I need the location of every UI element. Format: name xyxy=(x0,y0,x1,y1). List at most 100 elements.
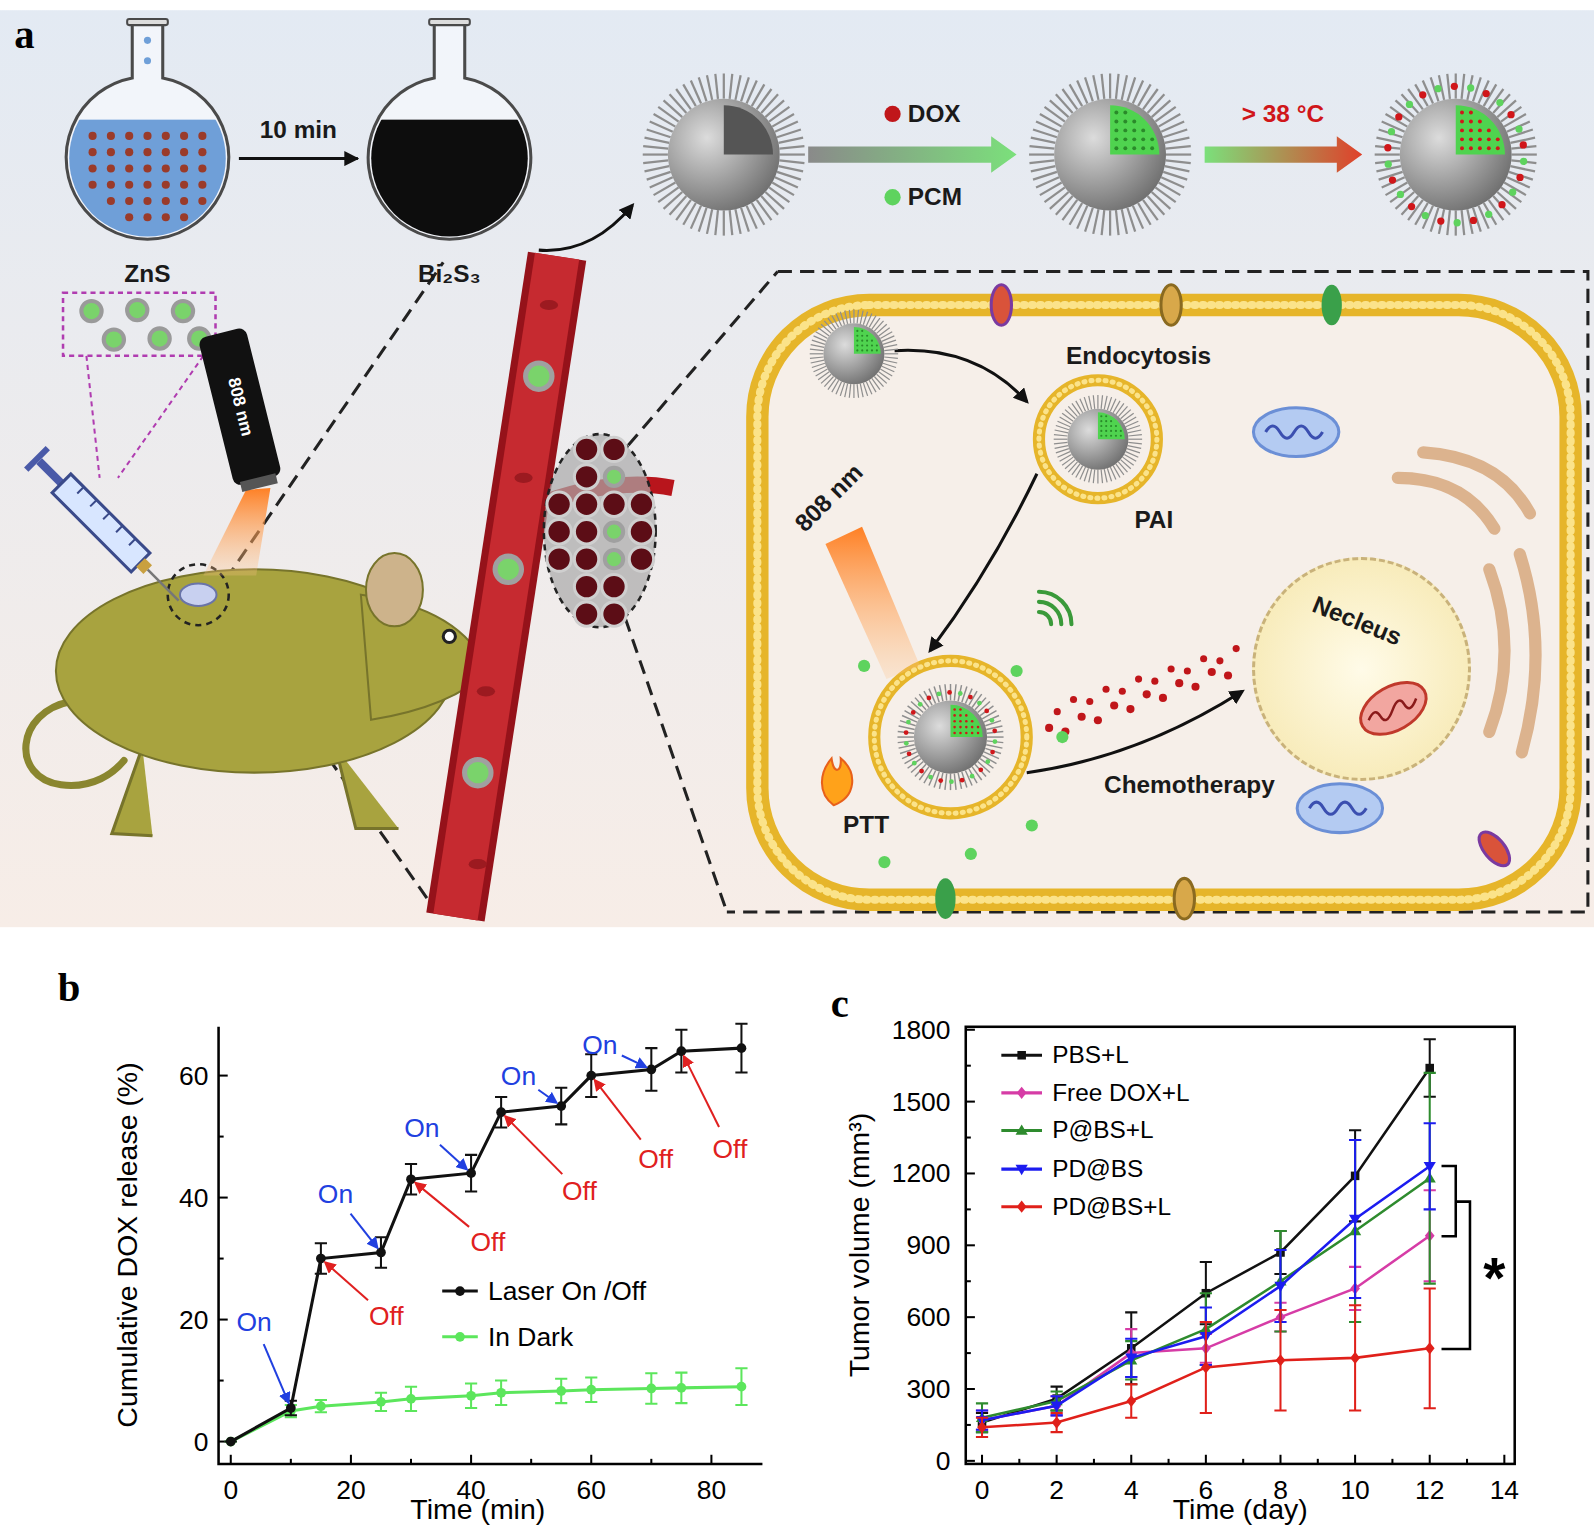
data-marker xyxy=(316,1401,326,1411)
surface-spike xyxy=(845,311,848,324)
surface-spike xyxy=(707,75,712,100)
cargo-dot xyxy=(856,340,858,342)
surface-spike xyxy=(857,310,858,324)
data-marker xyxy=(1274,1282,1286,1292)
surface-spike xyxy=(765,100,784,117)
cargo-dot xyxy=(876,349,878,351)
tick xyxy=(219,1380,224,1382)
error-bar xyxy=(1200,1322,1212,1413)
data-marker xyxy=(646,1065,656,1075)
surface-spike xyxy=(824,321,833,331)
tick xyxy=(1018,1459,1020,1464)
flask-label: ZnS xyxy=(124,260,170,288)
surface-spike xyxy=(1054,435,1068,436)
step-label: PTT xyxy=(843,811,889,839)
legend-text: P@BS+L xyxy=(1052,1116,1153,1144)
tumor-cell xyxy=(547,492,571,516)
released-dot xyxy=(1408,203,1415,210)
nanoparticle xyxy=(605,523,623,541)
surface-spike xyxy=(1118,406,1127,416)
tumor-cell xyxy=(574,574,598,598)
tumor-cell xyxy=(629,492,653,516)
surface-spike xyxy=(1462,210,1465,235)
cargo-dot xyxy=(1469,128,1473,132)
panel-letter: c xyxy=(831,981,849,1028)
surface-spike xyxy=(747,206,757,229)
annotation-arrow xyxy=(264,1344,289,1402)
chromatin xyxy=(1255,560,1468,778)
tick-label: 4 xyxy=(1124,1475,1139,1505)
error-bar xyxy=(315,1400,327,1412)
surface-spike xyxy=(1126,421,1139,427)
release-chart xyxy=(219,1024,763,1464)
tumor-cell xyxy=(602,602,626,626)
surface-spike xyxy=(1054,439,1068,440)
error-bar xyxy=(1125,1384,1137,1418)
surface-spike xyxy=(1097,470,1098,484)
data-marker xyxy=(455,1286,465,1296)
cargo-dot xyxy=(1115,435,1117,437)
surface-spike xyxy=(1036,177,1059,187)
cargo-dot xyxy=(953,708,956,711)
surface-spike xyxy=(962,687,967,703)
surface-spike xyxy=(730,210,733,235)
surface-spike xyxy=(723,73,725,98)
zoom-frame xyxy=(226,262,1588,912)
cargo-dot xyxy=(1487,146,1491,150)
step-label: Endocytosis xyxy=(1066,342,1211,370)
surface-spike xyxy=(1165,166,1190,171)
error-bar xyxy=(735,1024,747,1073)
surface-spike xyxy=(849,310,850,324)
cargo-dot xyxy=(1132,128,1136,132)
cargo-dot xyxy=(861,340,863,342)
surface-spike xyxy=(810,349,824,350)
surface-spike xyxy=(1128,430,1141,433)
legend-text: Free DOX+L xyxy=(1052,1079,1190,1107)
edge-label: 10 min xyxy=(260,116,337,144)
surface-spike xyxy=(1054,442,1068,443)
tick xyxy=(219,1258,224,1260)
nanoparticle xyxy=(643,73,805,235)
cargo-dot xyxy=(1123,111,1127,115)
tick xyxy=(219,1136,224,1138)
nanoparticle xyxy=(605,468,623,486)
surface-spike xyxy=(1155,187,1175,202)
released-dot xyxy=(1395,113,1402,120)
significance-mark: * xyxy=(1483,1246,1505,1311)
released-dot xyxy=(911,710,916,715)
surface-spike xyxy=(954,773,956,789)
cargo-dot xyxy=(1150,137,1154,141)
surface-spike xyxy=(1128,439,1142,440)
released-dot xyxy=(984,709,989,714)
surface-spike xyxy=(1055,446,1068,449)
annotation: On xyxy=(237,1306,272,1336)
released-dot xyxy=(904,730,909,735)
surface-spike xyxy=(1165,138,1190,143)
tick xyxy=(1391,1459,1393,1464)
tumor-cell xyxy=(574,520,598,544)
surface-spike xyxy=(670,196,687,215)
surface-spike xyxy=(821,324,831,333)
cargo-dot xyxy=(1132,137,1136,141)
data-marker xyxy=(646,1384,656,1394)
surface-spike xyxy=(884,357,898,358)
cargo-dot xyxy=(1487,137,1491,141)
dox-dot xyxy=(1078,713,1086,721)
dox-dot xyxy=(1070,696,1077,703)
tumor-cell xyxy=(574,437,598,461)
tumor-cell xyxy=(629,520,653,544)
tick xyxy=(230,1455,232,1464)
tick-label: 1200 xyxy=(892,1158,951,1188)
surface-spike xyxy=(987,736,1003,737)
nanoparticle xyxy=(810,310,898,398)
surface-spike xyxy=(1127,426,1140,430)
surface-spike xyxy=(1031,166,1056,171)
pcm-dot xyxy=(884,189,900,205)
annotation: Off xyxy=(562,1176,597,1206)
data-marker xyxy=(1424,1162,1436,1172)
released-dot xyxy=(958,691,963,696)
surface-spike xyxy=(645,166,670,171)
released-dot xyxy=(1467,84,1474,91)
surface-spike xyxy=(853,384,854,398)
pcm-dot xyxy=(858,660,870,672)
